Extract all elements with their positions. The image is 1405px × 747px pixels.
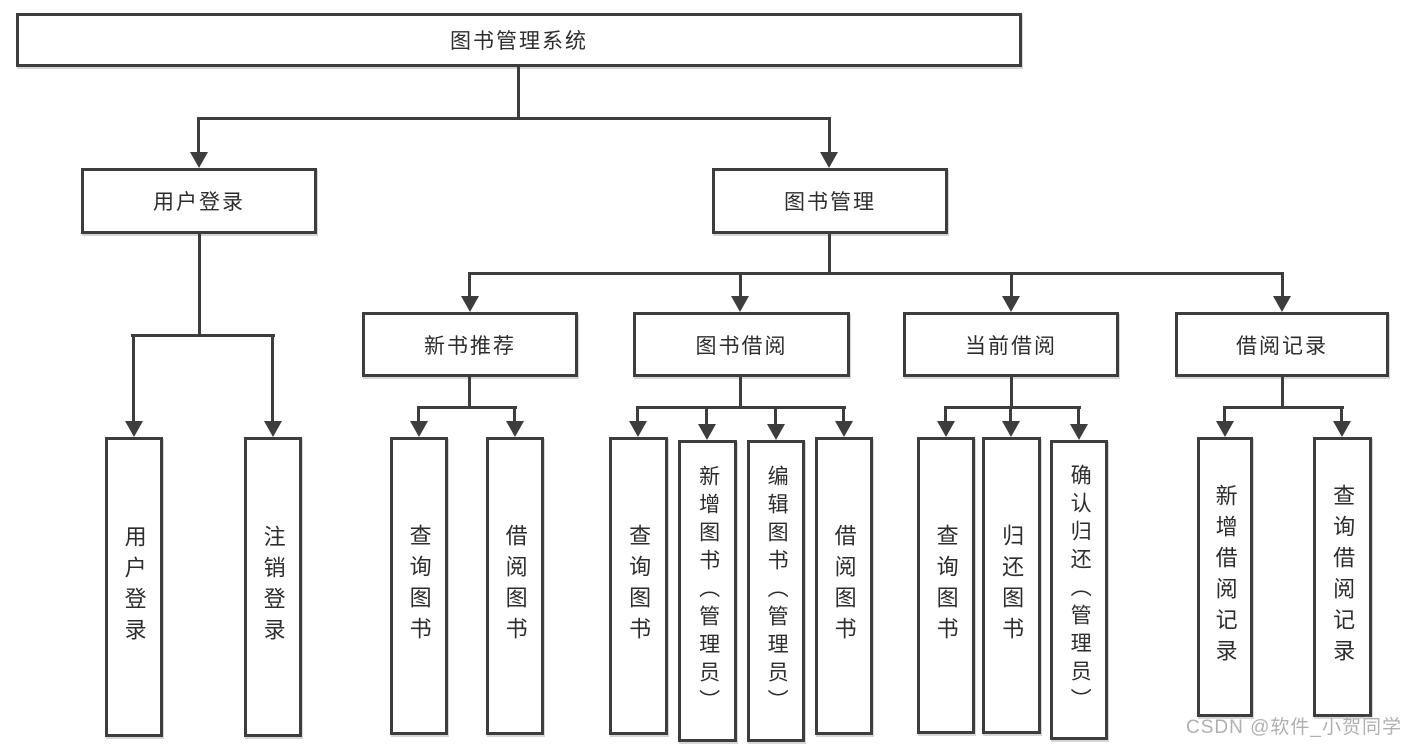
leaf-return-books-label: 归还图书 [999, 523, 1025, 648]
leaf-logout: 注销登录 [244, 437, 302, 737]
arrow-down-icon [731, 296, 749, 312]
leaf-add-books-admin-label: 新增图书（管理员） [696, 465, 720, 717]
connector-leaf-drop [705, 406, 708, 427]
connector-current-stem [1010, 377, 1013, 409]
arrow-down-icon [1333, 421, 1351, 437]
node-book-management-label: 图书管理 [784, 191, 876, 214]
connector-level3-drop [1010, 272, 1013, 300]
connector-records-rail [1223, 406, 1344, 409]
leaf-user-login: 用户登录 [105, 437, 163, 737]
connector-borrow-stem [739, 377, 742, 409]
connector-leaf-drop [1223, 406, 1226, 425]
connector-records-stem [1281, 377, 1284, 409]
leaf-edit-books-admin-label: 编辑图书（管理员） [765, 465, 789, 717]
node-user-login: 用户登录 [81, 168, 317, 234]
arrow-down-icon [461, 296, 479, 312]
node-book-borrow-label: 图书借阅 [695, 334, 788, 358]
arrow-down-icon [629, 421, 647, 437]
leaf-borrow-books-borrow: 借阅图书 [815, 437, 873, 735]
arrow-down-icon [835, 421, 853, 437]
arrow-down-icon [820, 152, 838, 168]
leaf-query-books-recommend: 查询图书 [390, 437, 448, 735]
connector-book-mgmt-stem [828, 234, 831, 274]
leaf-borrow-books-recommend: 借阅图书 [486, 437, 544, 735]
arrow-down-icon [1002, 296, 1020, 312]
connector-recommend-stem [468, 377, 471, 409]
connector-leaf-drop [1009, 406, 1012, 425]
arrow-down-icon [410, 421, 428, 437]
connector-current-rail [944, 406, 1081, 409]
node-new-book-recommend: 新书推荐 [362, 312, 578, 377]
connector-level3-rail [468, 272, 1284, 275]
leaf-add-books-admin: 新增图书（管理员） [678, 440, 737, 742]
connector-root-stem [517, 67, 520, 119]
leaf-query-books-current-label: 查询图书 [933, 523, 959, 648]
csdn-watermark: CSDN @软件_小贺同学 [1186, 717, 1402, 738]
node-book-borrow: 图书借阅 [633, 312, 850, 377]
leaf-add-borrow-record: 新增借阅记录 [1197, 437, 1253, 717]
connector-level2-rail [197, 117, 831, 120]
connector-recommend-rail [417, 406, 517, 409]
leaf-query-borrow-record: 查询借阅记录 [1313, 437, 1372, 717]
connector-user-login-stem [198, 234, 201, 336]
leaf-return-books: 归还图书 [982, 437, 1041, 734]
arrow-down-icon [1216, 421, 1234, 437]
connector-leaf-drop [944, 406, 947, 425]
arrow-down-icon [190, 152, 208, 168]
connector-book-mgmt-drop [828, 117, 831, 153]
connector-leaf-drop [271, 334, 274, 424]
node-root-label: 图书管理系统 [450, 30, 588, 53]
arrow-down-icon [767, 424, 785, 440]
connector-level3-drop [1281, 272, 1284, 300]
arrow-down-icon [698, 424, 716, 440]
connector-leaf-drop [513, 406, 516, 425]
node-root: 图书管理系统 [16, 13, 1022, 67]
connector-borrow-rail [636, 406, 846, 409]
leaf-confirm-return-admin: 确认归还（管理员） [1050, 440, 1108, 740]
node-new-book-recommend-label: 新书推荐 [424, 334, 516, 358]
node-book-management: 图书管理 [712, 168, 948, 234]
connector-leaf-drop [1340, 406, 1343, 425]
arrow-down-icon [1002, 421, 1020, 437]
node-borrow-records: 借阅记录 [1175, 312, 1389, 377]
connector-level3-drop [468, 272, 471, 300]
node-user-login-label: 用户登录 [153, 191, 245, 214]
arrow-down-icon [506, 421, 524, 437]
connector-leaf-drop [132, 334, 135, 424]
connector-user-login-rail [131, 334, 275, 337]
connector-leaf-drop [636, 406, 639, 425]
leaf-user-login-label: 用户登录 [121, 525, 147, 649]
connector-leaf-drop [1077, 406, 1080, 427]
node-borrow-records-label: 借阅记录 [1236, 334, 1328, 358]
connector-leaf-drop [842, 406, 845, 425]
arrow-down-icon [937, 421, 955, 437]
leaf-query-borrow-record-label: 查询借阅记录 [1330, 484, 1356, 670]
leaf-query-books-borrow-label: 查询图书 [626, 524, 652, 648]
connector-level3-drop [739, 272, 742, 300]
leaf-borrow-books-recommend-label: 借阅图书 [502, 524, 528, 648]
leaf-edit-books-admin: 编辑图书（管理员） [747, 440, 805, 742]
arrow-down-icon [1070, 424, 1088, 440]
leaf-query-books-current: 查询图书 [917, 437, 975, 734]
connector-leaf-drop [417, 406, 420, 425]
leaf-add-borrow-record-label: 新增借阅记录 [1212, 484, 1238, 670]
leaf-confirm-return-admin-label: 确认归还（管理员） [1068, 464, 1092, 716]
arrow-down-icon [125, 421, 143, 437]
connector-leaf-drop [774, 406, 777, 427]
node-current-borrow-label: 当前借阅 [965, 334, 1057, 358]
arrow-down-icon [1273, 296, 1291, 312]
leaf-logout-label: 注销登录 [260, 525, 286, 649]
arrow-down-icon [264, 421, 282, 437]
node-current-borrow: 当前借阅 [903, 312, 1119, 377]
leaf-borrow-books-borrow-label: 借阅图书 [831, 524, 857, 648]
leaf-query-books-recommend-label: 查询图书 [406, 524, 432, 648]
leaf-query-books-borrow: 查询图书 [609, 437, 668, 735]
connector-user-login-drop [197, 117, 200, 153]
